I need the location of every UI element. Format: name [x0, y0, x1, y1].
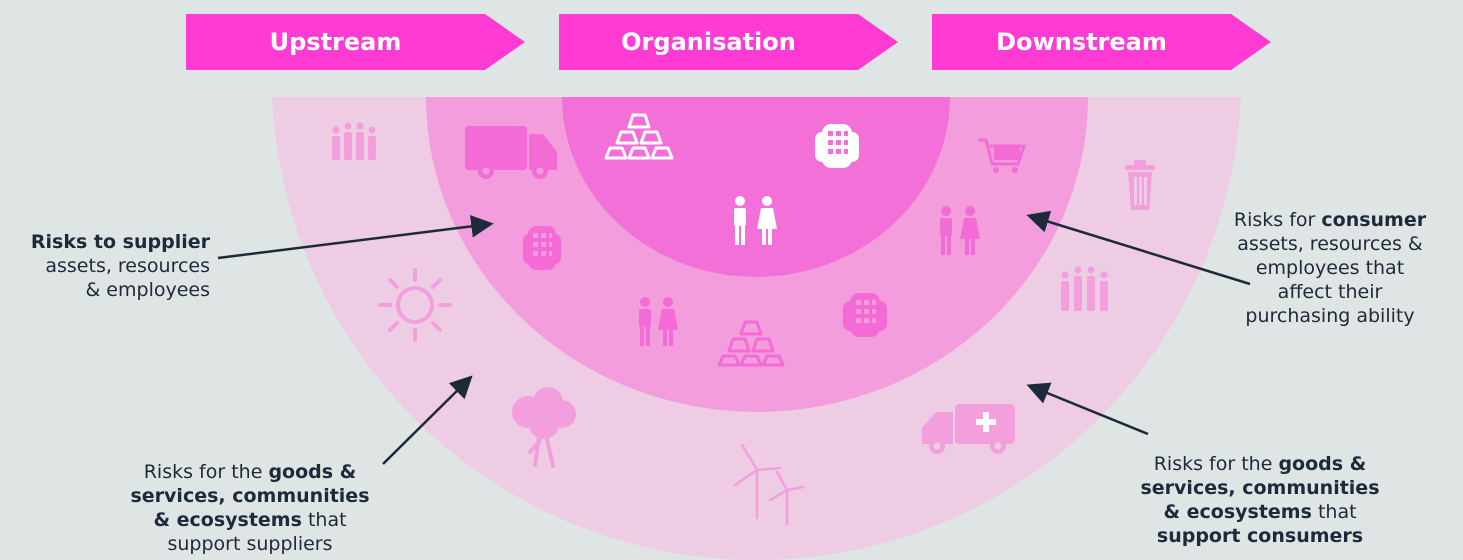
- ambulance-icon: [922, 404, 1015, 454]
- gold-bars-icon: [604, 113, 674, 160]
- upstream-ecosystems-arrow: [382, 375, 473, 465]
- callout-bold: consumer: [1321, 209, 1427, 231]
- upstream-ecosystems-callout: Risks for the goods & services, communit…: [105, 460, 395, 556]
- callout-bold: support consumers: [1156, 525, 1364, 547]
- stage-banners: [186, 14, 1271, 70]
- downstream-banner: [932, 14, 1271, 70]
- callout-bold: & ecosystems: [153, 509, 302, 531]
- downstream-label: Downstream: [996, 28, 1167, 56]
- callout-bold: & ecosystems: [1163, 501, 1312, 523]
- organisation-banner: [559, 14, 898, 70]
- supplier-assets-callout: Risks to supplier assets, resources & em…: [10, 230, 210, 302]
- callout-bold: goods &: [1278, 453, 1367, 475]
- callout-arrows: [217, 210, 1251, 465]
- callout-line: & employees: [85, 279, 210, 301]
- consumer-assets-arrow: [1026, 210, 1251, 286]
- workers-icon: [639, 297, 678, 346]
- truck-icon: [465, 126, 557, 179]
- callout-line: assets, resources &: [1237, 233, 1423, 255]
- supplier-assets-arrow: [217, 215, 494, 260]
- building-icon: [843, 293, 887, 337]
- downstream-ecosystems-callout: Risks for the goods & services, communit…: [1115, 452, 1405, 548]
- callout-bold: goods &: [268, 461, 357, 483]
- tree-icon: [512, 387, 576, 468]
- upstream-label: Upstream: [269, 28, 402, 56]
- callout-bold: services, communities: [130, 485, 370, 507]
- callout-line: support suppliers: [167, 533, 333, 555]
- organisation-label: Organisation: [621, 28, 796, 56]
- sun-icon: [378, 268, 452, 342]
- callout-text: that: [1311, 501, 1357, 523]
- consumer-assets-callout: Risks for consumer assets, resources & e…: [1210, 208, 1450, 328]
- wind-turbine-icon: [733, 443, 805, 526]
- callout-bold: Risks to supplier: [30, 231, 210, 253]
- shopping-cart-icon: [978, 138, 1026, 173]
- callout-line: purchasing ability: [1245, 305, 1415, 327]
- callout-text: Risks for the: [143, 461, 269, 483]
- callout-text: that: [301, 509, 347, 531]
- building-icon: [815, 124, 859, 168]
- callout-text: Risks for: [1233, 209, 1322, 231]
- building-icon: [523, 226, 561, 270]
- workers-icon: [940, 206, 980, 255]
- trash-can-icon: [1125, 160, 1155, 210]
- people-group-icon: [332, 122, 376, 160]
- callout-line: affect their: [1277, 281, 1383, 303]
- callout-line: employees that: [1255, 257, 1405, 279]
- callout-line: assets, resources: [45, 255, 210, 277]
- downstream-ecosystems-arrow: [1026, 382, 1149, 436]
- callout-text: Risks for the: [1153, 453, 1279, 475]
- workers-icon: [734, 196, 777, 245]
- gold-bars-icon: [717, 320, 785, 367]
- upstream-banner: [186, 14, 525, 70]
- people-group-icon: [1061, 266, 1108, 311]
- callout-bold: services, communities: [1140, 477, 1380, 499]
